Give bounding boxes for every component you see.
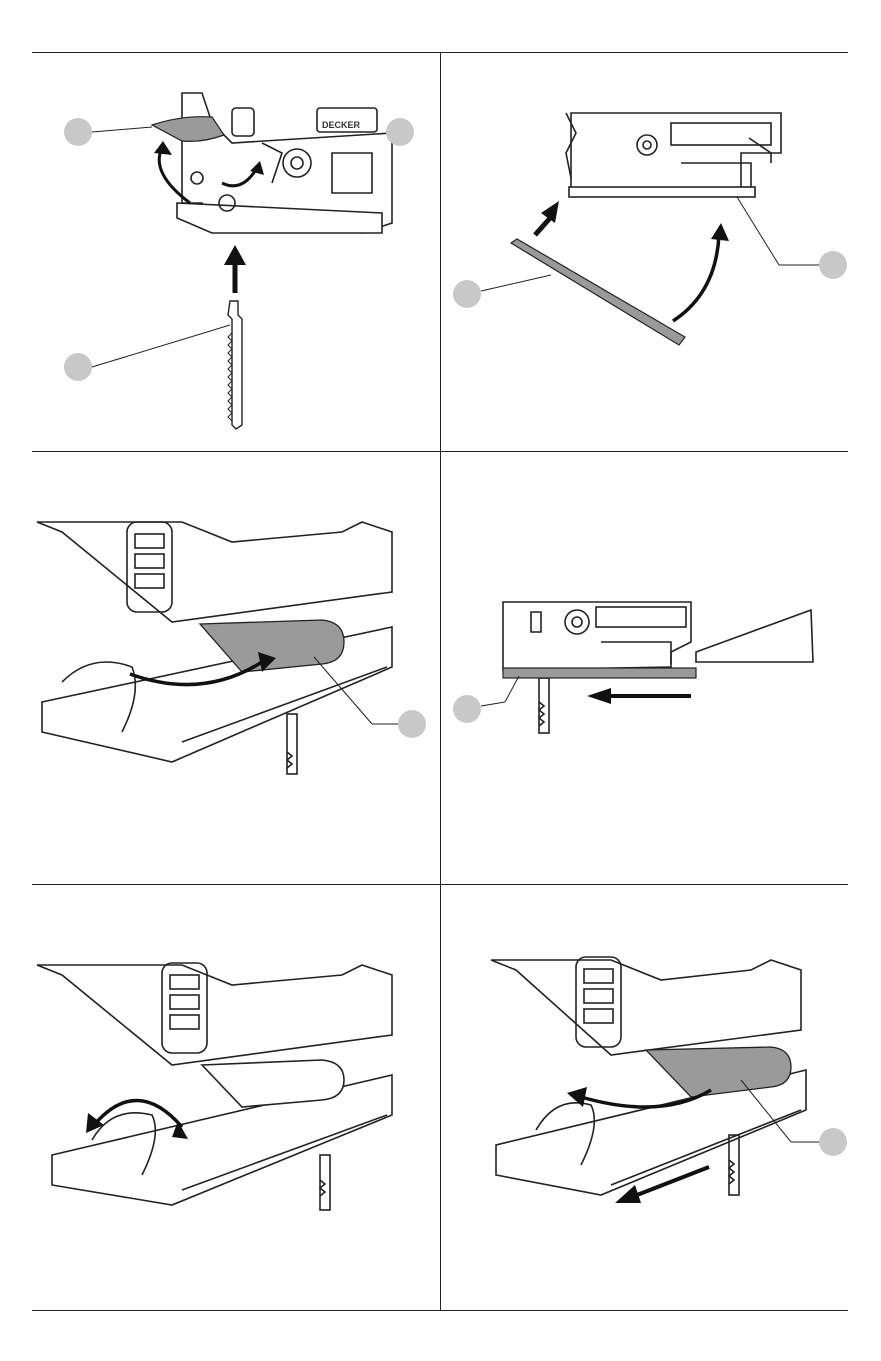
shoe-cover-plate xyxy=(511,239,685,345)
figure-bevel-adjust xyxy=(32,885,440,1310)
jigsaw-blade xyxy=(228,301,242,429)
callout-circle-shoe-4 xyxy=(453,695,481,723)
figure-blade-insertion: DECKER xyxy=(32,53,440,451)
bevel-illustration xyxy=(32,885,440,1310)
figure-anti-splinter-lever xyxy=(32,452,440,884)
callout-circle-blade xyxy=(64,353,92,381)
callout-circle-lever-3 xyxy=(398,710,426,738)
figure-shoe-cover-install xyxy=(441,53,848,451)
callout-circle-clamp xyxy=(386,118,414,146)
figure-shoe-release xyxy=(441,885,848,1310)
figure-shoe-slide-in xyxy=(441,452,848,884)
callout-circle-cover xyxy=(453,280,481,308)
brand-text: DECKER xyxy=(322,120,361,130)
shoe-slide-illustration xyxy=(441,452,848,884)
callout-circle-lever-6 xyxy=(819,1128,847,1156)
callout-circle-shoe xyxy=(819,251,847,279)
shoe-release-illustration xyxy=(441,885,848,1310)
blade-insertion-illustration: DECKER xyxy=(32,53,440,451)
callout-circle-lever xyxy=(64,118,92,146)
anti-splinter-illustration xyxy=(32,452,440,884)
shoe-cover-illustration xyxy=(441,53,848,451)
blade-clamp-lever xyxy=(152,117,224,142)
frame-bottom-rule xyxy=(32,1310,848,1311)
shoe-plate xyxy=(503,668,696,678)
